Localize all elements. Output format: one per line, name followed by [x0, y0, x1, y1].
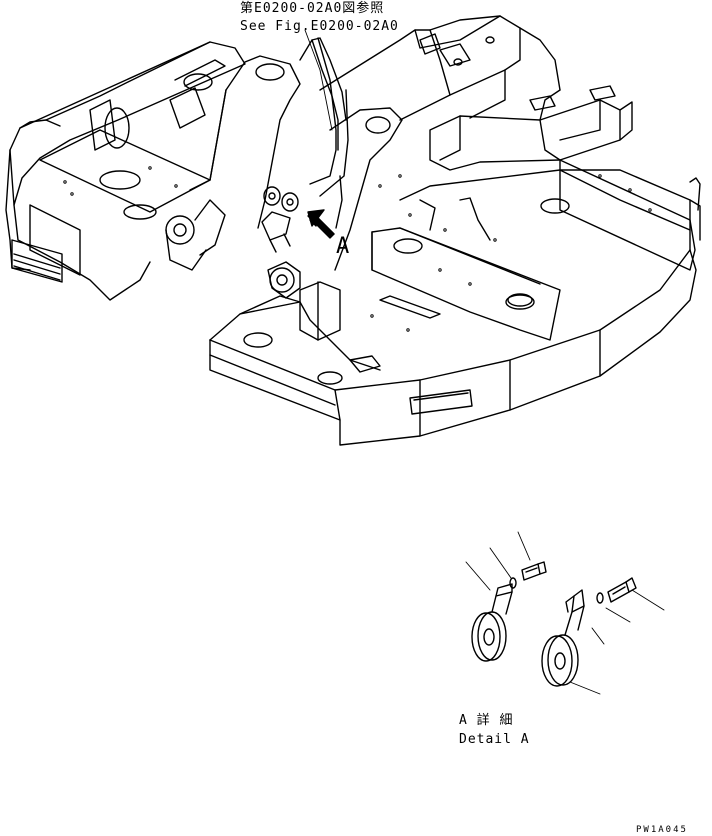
view-arrow [307, 209, 335, 239]
bolt-left [521, 561, 547, 581]
bolt-holes [63, 166, 652, 332]
reference-note-english: See Fig.E0200-02A0 [240, 19, 399, 34]
revolving-frame [5, 15, 701, 446]
horn-right [541, 589, 585, 687]
washer-left [509, 577, 517, 589]
detail-title-japanese: A 詳 細 [459, 713, 514, 728]
horn-assembly-detail [465, 531, 665, 695]
detail-callout-letter: A [336, 234, 350, 259]
reference-note-japanese: 第E0200-02A0図参照 [240, 1, 385, 16]
detail-title-english: Detail A [459, 732, 530, 747]
drawing-code: PW1A045 [636, 825, 688, 835]
reference-leader [304, 29, 333, 131]
horn-left [471, 583, 513, 662]
part-leaders [465, 531, 665, 695]
washer-right [596, 592, 604, 604]
